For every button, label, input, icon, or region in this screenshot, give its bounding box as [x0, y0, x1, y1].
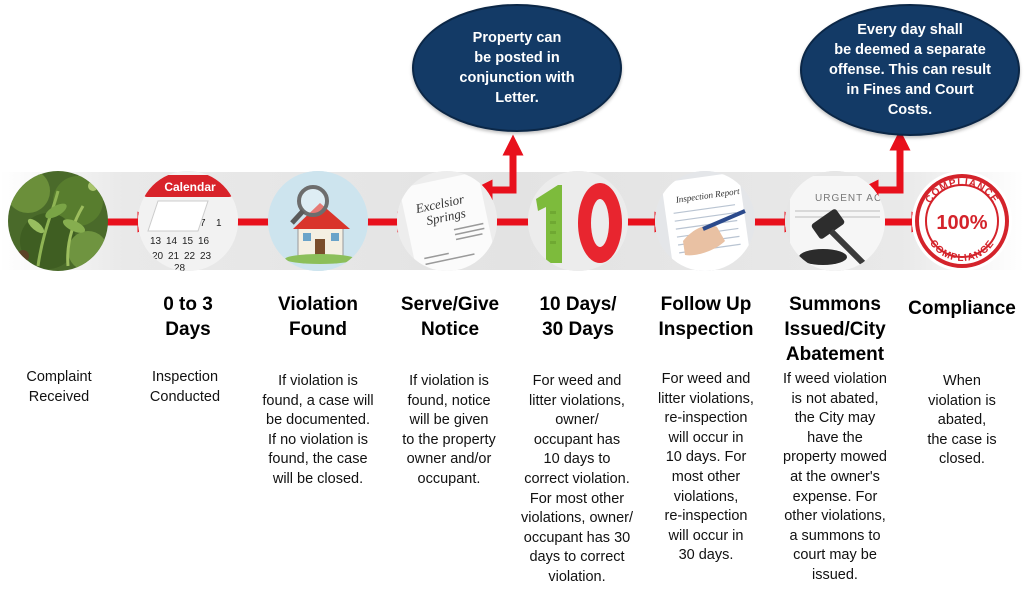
weeds-photo-icon: [8, 171, 108, 271]
step-4-description: If violation is found, notice will be gi…: [402, 373, 496, 487]
number-ten-icon: [528, 171, 628, 271]
step-7-image: URGENT AC: [785, 171, 885, 271]
svg-text:15: 15: [182, 236, 194, 247]
step-1-description: Complaint Received: [26, 369, 92, 405]
callout-bubble-1: Property can be posted in conjunction wi…: [412, 4, 622, 132]
letter-icon: Excelsior Springs: [397, 171, 497, 271]
callout-bubble-2: Every day shall be deemed a separate off…: [800, 4, 1020, 136]
step-3-description: If violation is found, a case will be do…: [262, 373, 374, 487]
svg-text:7: 7: [200, 218, 206, 229]
svg-text:23: 23: [200, 251, 212, 262]
step-2-description: Inspection Conducted: [149, 369, 221, 405]
step-6-heading: Follow Up Inspection: [658, 294, 754, 340]
house-magnifier-icon: [268, 171, 368, 271]
callout-arrow-1: [471, 134, 524, 201]
compliance-stamp-icon: COMPLIANCE COMPLIANCE 100%: [912, 171, 1012, 271]
callout-2-text: Every day shall be deemed a separate off…: [829, 22, 991, 118]
step-1-image: [8, 171, 108, 271]
svg-text:22: 22: [184, 251, 196, 262]
svg-text:16: 16: [198, 236, 210, 247]
step-8-heading: Compliance: [908, 298, 1016, 319]
step-3-heading: Violation Found: [278, 294, 358, 340]
svg-text:1: 1: [216, 218, 222, 229]
step-8-image: COMPLIANCE COMPLIANCE 100%: [912, 171, 1012, 271]
step-4-image: Excelsior Springs: [397, 171, 497, 271]
step-4-heading: Serve/Give Notice: [400, 294, 500, 340]
step-7-description: If weed violation is not abated, the Cit…: [783, 371, 887, 583]
callout-1-text: Property can be posted in conjunction wi…: [459, 30, 575, 106]
svg-text:13: 13: [150, 236, 162, 247]
step-5-heading: 10 Days/ 30 Days: [539, 294, 617, 340]
gavel-icon: URGENT AC: [785, 171, 885, 271]
svg-text:28: 28: [174, 263, 186, 271]
svg-text:URGENT AC: URGENT AC: [815, 193, 882, 204]
step-8-description: When violation is abated, the case is cl…: [927, 373, 997, 468]
step-5-image: [528, 171, 628, 271]
step-6-description: For weed and litter violations, re-inspe…: [658, 371, 754, 564]
step-3-image: [268, 171, 368, 271]
svg-text:14: 14: [166, 236, 178, 247]
inspection-report-icon: Inspection Report: [655, 171, 755, 271]
svg-text:20: 20: [152, 251, 164, 262]
callout-arrow-2: [857, 129, 911, 201]
svg-text:21: 21: [168, 251, 180, 262]
step-7-heading: Summons Issued/City Abatement: [784, 294, 886, 365]
step-5-description: For weed and litter violations, owner/ o…: [520, 373, 634, 585]
calendar-label: Calendar: [164, 180, 216, 194]
stamp-center-text: 100%: [936, 212, 987, 234]
step-6-image: Inspection Report: [655, 171, 755, 271]
step-2-heading: 0 to 3 Days: [163, 294, 213, 340]
